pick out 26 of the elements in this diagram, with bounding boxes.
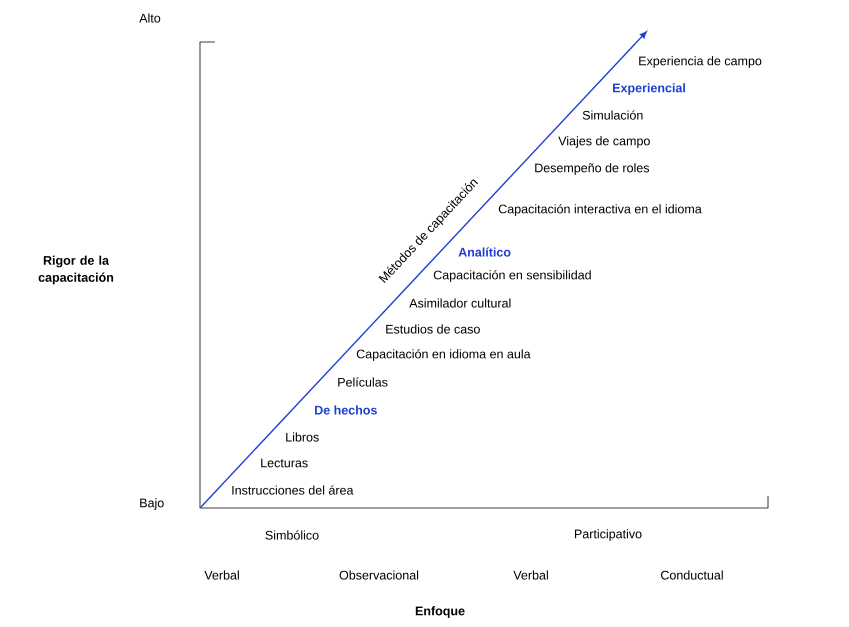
method-label: Estudios de caso — [386, 324, 480, 334]
axis-title: Enfoque — [416, 606, 465, 618]
axis-label: Alto — [139, 13, 160, 23]
axis-label: Observacional — [340, 570, 418, 580]
axis-label: Participativo — [574, 529, 642, 541]
method-label: Capacitación en idioma en aula — [356, 349, 531, 361]
method-label: Instrucciones del área — [232, 485, 354, 495]
method-label: Desempeño de roles — [535, 163, 650, 175]
axis-label: Verbal — [204, 570, 239, 580]
method-label: Capacitación en sensibilidad — [434, 270, 591, 282]
axis-label: Verbal — [513, 570, 548, 580]
axis-label: Bajo — [140, 498, 164, 510]
method-label: Viajes de campo — [558, 136, 650, 148]
axis-label: Conductual — [661, 570, 723, 580]
method-label: Capacitación interactiva en el idioma — [498, 204, 702, 216]
category-heading: Analítico — [458, 247, 510, 257]
method-label: Simulación — [582, 110, 643, 120]
axis-label: Simbólico — [265, 530, 319, 540]
method-label: Lecturas — [261, 458, 308, 468]
method-label: Asimilador cultural — [409, 298, 510, 308]
category-heading: Experiencial — [613, 83, 685, 95]
method-label: Experiencia de campo — [639, 56, 762, 68]
method-label: Libros — [286, 432, 319, 442]
axis-title: Rigor de la capacitación — [38, 256, 114, 284]
method-label: Películas — [338, 377, 388, 387]
category-heading: De hechos — [315, 405, 377, 415]
